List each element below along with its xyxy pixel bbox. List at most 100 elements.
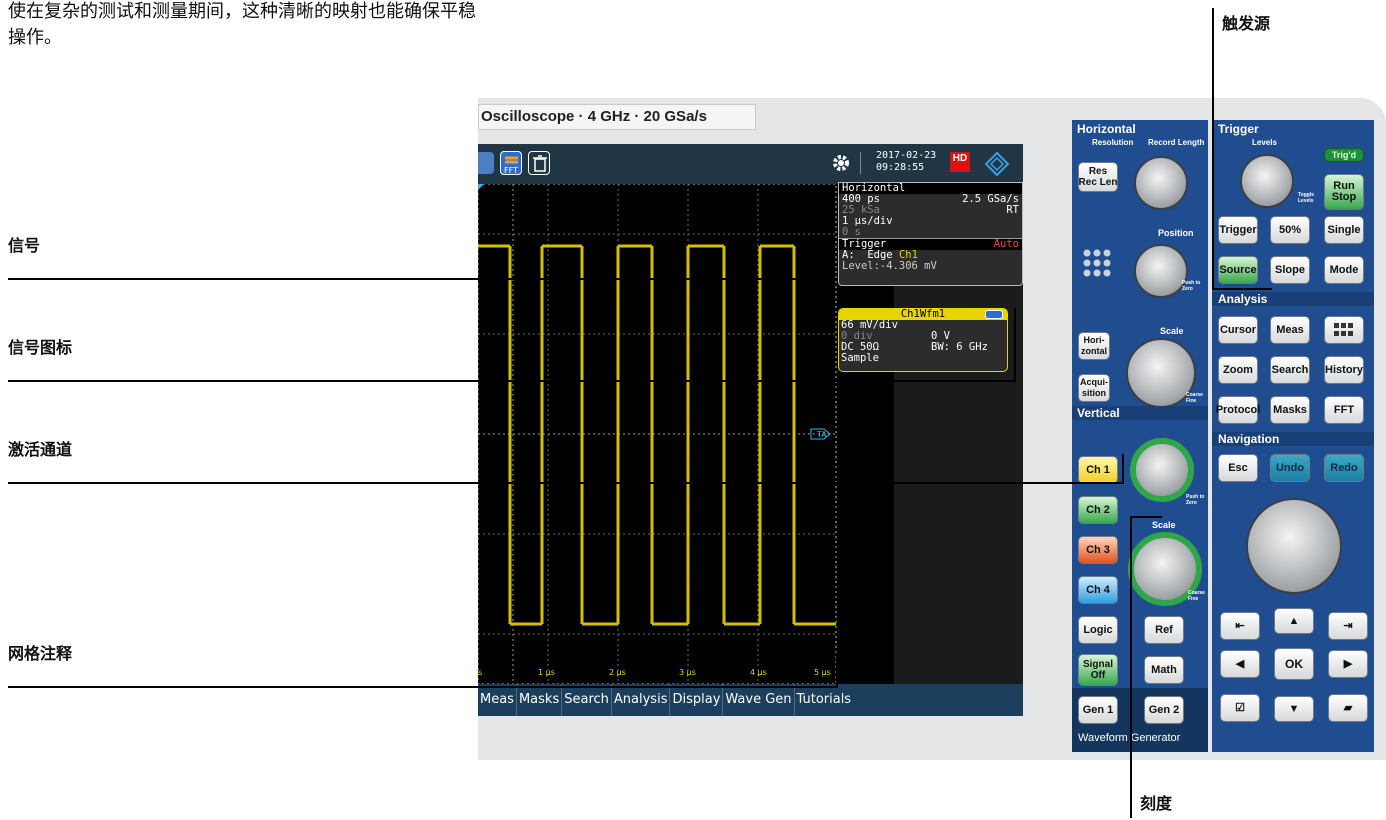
horizontal-title: Horizontal — [1077, 122, 1136, 136]
grid-layout-button[interactable] — [1324, 316, 1364, 344]
mode-button[interactable]: Mode — [1324, 256, 1364, 284]
home-icon[interactable]: ⇤ — [1220, 612, 1260, 640]
toolbar-icon[interactable] — [478, 152, 494, 174]
run-stop-button[interactable]: Run Stop — [1324, 174, 1364, 210]
res-rec-len-button[interactable]: Res Rec Len — [1078, 162, 1118, 192]
resolution-label: Resolution — [1092, 138, 1134, 147]
ch4-button[interactable]: Ch 4 — [1078, 576, 1118, 604]
source-button[interactable]: Source — [1218, 256, 1258, 284]
trigd-indicator: Trig'd — [1324, 148, 1364, 162]
callout-signal: 信号 — [8, 236, 41, 255]
rohde-schwarz-logo-icon — [984, 151, 1010, 177]
trigger-analysis-navigation-panel: Trigger Levels Toggle Levels Trig'd Run … — [1212, 120, 1374, 752]
vertical-scale-knob[interactable] — [1128, 532, 1202, 606]
ch3-button[interactable]: Ch 3 — [1078, 536, 1118, 564]
ch2-button[interactable]: Ch 2 — [1078, 496, 1118, 524]
undo-button[interactable]: Undo — [1270, 454, 1310, 482]
trigger-button[interactable]: Trigger — [1218, 216, 1258, 244]
push-zero-label: Push to Zero — [1182, 280, 1201, 292]
horizontal-button[interactable]: Hori- zontal — [1078, 332, 1110, 360]
callout-active-channel: 激活通道 — [8, 440, 73, 459]
menu-meas[interactable]: Meas — [480, 692, 514, 707]
leader-trigger-source-horizontal — [1212, 288, 1272, 290]
zoom-button[interactable]: Zoom — [1218, 356, 1258, 384]
end-icon[interactable]: ⇥ — [1328, 612, 1368, 640]
protocol-button[interactable]: Protocol — [1216, 396, 1260, 424]
gen1-button[interactable]: Gen 1 — [1078, 696, 1118, 724]
record-length-label: Record Length — [1148, 138, 1205, 147]
date-text: 2017-02-23 — [876, 150, 937, 161]
waveform-grid: TA — [478, 184, 837, 684]
gen2-button[interactable]: Gen 2 — [1144, 696, 1184, 724]
analysis-title: Analysis — [1218, 292, 1268, 306]
single-button[interactable]: Single — [1324, 216, 1364, 244]
menu-tutorials[interactable]: Tutorials — [793, 684, 854, 716]
channel-scale: 66 mV/div — [841, 319, 898, 331]
delete-icon[interactable] — [528, 151, 550, 175]
ok-button[interactable]: OK — [1274, 648, 1314, 680]
acquisition-button[interactable]: Acqui- sition — [1078, 374, 1110, 402]
position-knob[interactable] — [1134, 244, 1188, 298]
trigger-type-label: A: — [842, 249, 855, 261]
redo-button[interactable]: Redo — [1324, 454, 1364, 482]
menu-wave-gen[interactable]: Wave Gen — [722, 684, 793, 716]
masks-button[interactable]: Masks — [1270, 396, 1310, 424]
menu-search[interactable]: Search — [561, 684, 611, 716]
arrow-left-icon[interactable]: ◀ — [1220, 650, 1260, 678]
cursor-button[interactable]: Cursor — [1218, 316, 1258, 344]
toggle-levels-label: Toggle Levels — [1298, 192, 1315, 204]
sample-rate-value: 2.5 GSa/s — [962, 193, 1019, 205]
logic-button[interactable]: Logic — [1078, 616, 1118, 644]
ch1-button[interactable]: Ch 1 — [1078, 456, 1118, 484]
navigation-wheel[interactable] — [1246, 498, 1342, 594]
history-button[interactable]: History — [1324, 356, 1364, 384]
arrow-down-icon[interactable]: ▼ — [1274, 696, 1314, 722]
arrow-right-icon[interactable]: ▶ — [1328, 650, 1368, 678]
checkbox-icon[interactable]: ☑ — [1220, 694, 1260, 722]
speaker-icon — [1082, 248, 1112, 278]
leader-signal-icon-vertical — [1014, 308, 1016, 382]
signal-off-button[interactable]: Signal Off — [1078, 654, 1118, 686]
channel-name: Ch1Wfm1 — [900, 308, 946, 320]
math-button[interactable]: Math — [1144, 656, 1184, 684]
gear-icon[interactable] — [830, 152, 852, 174]
leader-signal — [8, 278, 812, 280]
intro-line-1: 使在复杂的测试和测量期间，这种清晰的映射也能确保平稳 — [8, 1, 476, 22]
fft-icon[interactable]: FFT — [500, 151, 522, 175]
record-length-knob[interactable] — [1134, 156, 1188, 210]
fifty-percent-button[interactable]: 50% — [1270, 216, 1310, 244]
grid-label: 2 µs — [609, 668, 626, 677]
minimize-icon[interactable] — [985, 310, 1003, 319]
vertical-position-knob[interactable] — [1130, 438, 1194, 502]
fft-button[interactable]: FFT — [1324, 396, 1364, 424]
slope-button[interactable]: Slope — [1270, 256, 1310, 284]
menu-display[interactable]: Display — [669, 684, 722, 716]
folder-icon[interactable]: ▰ — [1328, 694, 1368, 722]
coarse-fine-label: Coarse Fine — [1186, 392, 1203, 404]
trigger-level-knob[interactable] — [1240, 154, 1294, 208]
position-value: 0 s — [842, 226, 861, 238]
grid-label: 5 µs — [814, 668, 831, 677]
leader-active-channel-vertical — [1122, 454, 1124, 484]
meas-button[interactable]: Meas — [1270, 316, 1310, 344]
divider — [860, 152, 861, 174]
intro-text: 使在复杂的测试和测量期间，这种清晰的映射也能确保平稳 操作。 — [8, 0, 688, 58]
callout-grid-annotation: 网格注释 — [8, 644, 73, 663]
intro-line-2: 操作。 — [8, 27, 62, 48]
arrow-up-icon[interactable]: ▲ — [1274, 608, 1314, 634]
time-scale-value: 1 µs/div — [842, 215, 893, 227]
esc-button[interactable]: Esc — [1218, 454, 1258, 482]
leader-signal-icon — [8, 380, 1016, 382]
menu-analysis[interactable]: Analysis — [610, 684, 670, 716]
trigger-title: Trigger — [1218, 122, 1259, 136]
menu-masks[interactable]: Masks — [515, 684, 561, 716]
search-button[interactable]: Search — [1270, 356, 1310, 384]
ref-button[interactable]: Ref — [1144, 616, 1184, 644]
hd-badge: HD — [950, 152, 970, 172]
trigger-level: Level:-4.306 mV — [842, 260, 937, 272]
levels-label: Levels — [1252, 138, 1277, 147]
clock: 2017-02-23 09:28:55 — [876, 150, 936, 174]
trigger-source: Ch1 — [898, 249, 918, 261]
